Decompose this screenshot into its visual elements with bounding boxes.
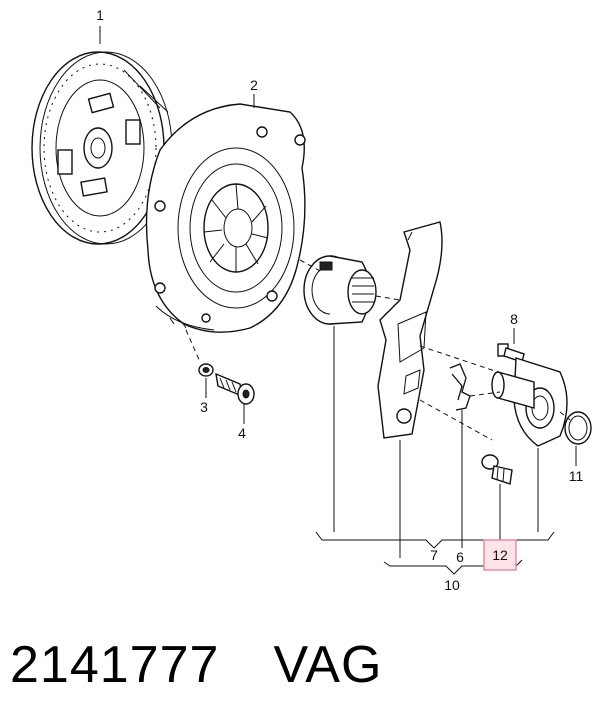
part-number: 2141777 [10, 636, 220, 694]
callout-1: 1 [96, 7, 104, 23]
assembly-lines [185, 259, 571, 441]
washer [198, 363, 214, 377]
callout-10: 10 [444, 577, 460, 593]
callout-6: 6 [456, 549, 464, 565]
clutch-disc [31, 51, 173, 245]
exploded-parts-diagram: 1 2 3 4 8 11 7 6 12 10 [31, 7, 592, 593]
ball-stud [481, 454, 513, 485]
callout-3: 3 [200, 399, 208, 415]
highlight-box [483, 539, 517, 571]
bolt [215, 372, 255, 405]
callout-11: 11 [569, 468, 584, 484]
o-ring [564, 411, 592, 445]
callout-4: 4 [238, 425, 246, 441]
spring-clip [449, 363, 471, 411]
callout-12: 12 [492, 547, 508, 563]
callout-2: 2 [250, 77, 258, 93]
release-bearing [303, 255, 377, 325]
pressure-plate [145, 103, 306, 333]
brand-name: VAG [273, 636, 383, 694]
release-fork [377, 221, 443, 439]
leader-lines [99, 26, 577, 558]
callout-8: 8 [510, 311, 518, 327]
caption: 2141777 VAG [10, 630, 382, 700]
callout-7: 7 [430, 547, 438, 563]
guide-sleeve [491, 357, 568, 447]
